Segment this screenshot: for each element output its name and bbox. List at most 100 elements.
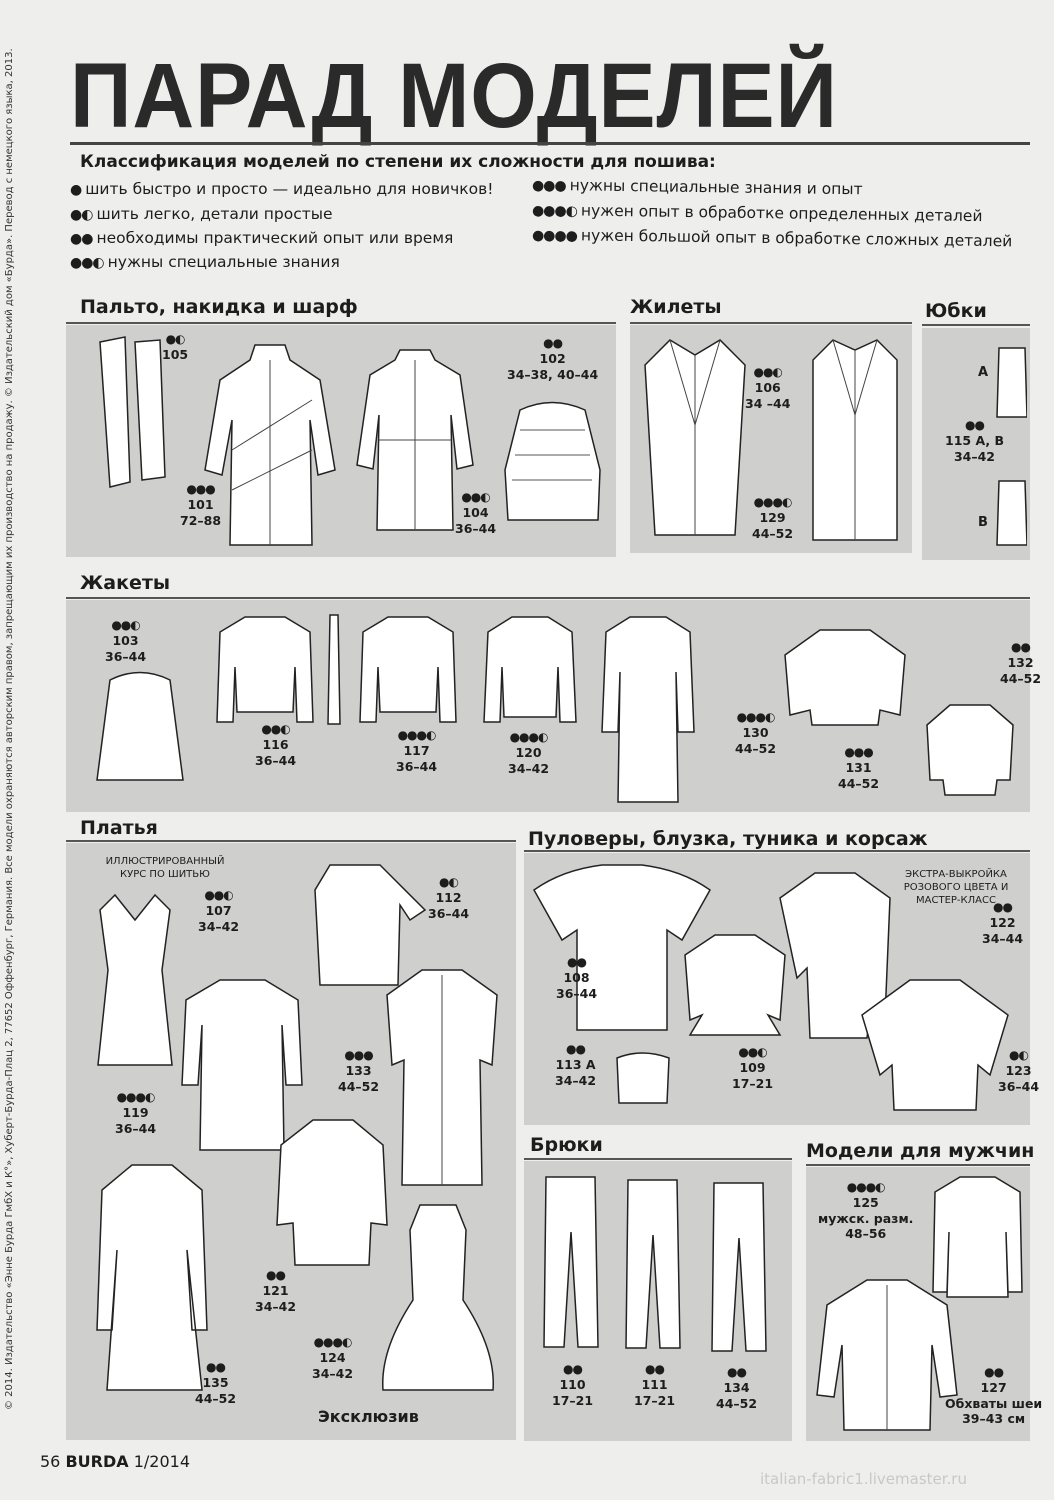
section-title-dresses: Платья xyxy=(80,817,158,839)
section-title-pullovers: Пуловеры, блузка, туника и корсаж xyxy=(528,828,928,850)
jacket-sketch xyxy=(780,625,910,730)
section-rule xyxy=(922,324,1030,326)
section-rule xyxy=(630,322,912,324)
note-course: ИЛЛЮСТРИРОВАННЫЙ КУРС ПО ШИТЬЮ xyxy=(105,856,225,880)
vest-sketch xyxy=(805,335,905,545)
legend-item: ●●●●нужен большой опыт в обработке сложн… xyxy=(531,226,1013,251)
dress-sketch xyxy=(378,1200,498,1395)
dress-sketch xyxy=(275,1115,390,1270)
blazer-sketch xyxy=(930,1172,1025,1302)
dress-sketch xyxy=(382,965,502,1190)
model-label-105: ●◐105 xyxy=(162,332,189,362)
jacket-sketch xyxy=(925,700,1015,800)
page-title: ПАРАД МОДЕЛЕЙ xyxy=(70,45,838,147)
skirt-sketch xyxy=(995,478,1027,548)
jacket-sketch xyxy=(358,612,458,727)
trousers-sketch xyxy=(538,1172,603,1352)
pullover-sketch xyxy=(532,860,712,1035)
section-title-trousers: Брюки xyxy=(530,1134,603,1156)
skirt-variant-b: B xyxy=(978,515,988,530)
section-title-vests: Жилеты xyxy=(630,296,722,318)
dress-sketch xyxy=(300,860,430,990)
tunic-sketch xyxy=(775,868,895,1043)
section-rule xyxy=(66,840,516,842)
section-rule xyxy=(66,597,1030,599)
sleeve-sketch xyxy=(325,612,343,727)
page-number: 56 xyxy=(40,1452,61,1471)
corsage-sketch xyxy=(612,1048,674,1108)
vest-sketch xyxy=(640,335,750,540)
section-rule xyxy=(524,1158,792,1160)
section-title-coats: Пальто, накидка и шарф xyxy=(80,296,358,318)
legend-item: ●●необходимы практический опыт или время xyxy=(70,229,454,247)
section-rule xyxy=(66,322,616,324)
issue-number: 1/2014 xyxy=(133,1452,191,1471)
scarf-sketch xyxy=(90,332,180,492)
section-title-jackets: Жакеты xyxy=(80,572,171,594)
magazine-name: BURDA xyxy=(65,1452,129,1471)
coat-sketch xyxy=(598,612,698,807)
blouse-sketch xyxy=(680,930,790,1040)
watermark: italian-fabric1.livemaster.ru xyxy=(760,1470,967,1488)
trousers-sketch xyxy=(706,1178,771,1356)
title-rule xyxy=(70,142,1030,145)
legend-item: ●◐шить легко, детали простые xyxy=(70,205,333,223)
legend-item: ●●●◐нужен опыт в обработке определенных … xyxy=(531,201,983,226)
note-exclusive: Эксклюзив xyxy=(318,1407,419,1426)
shirt-sketch xyxy=(812,1275,962,1435)
cape-sketch xyxy=(500,400,605,530)
skirt-variant-a: A xyxy=(978,365,989,380)
skirt-sketch xyxy=(995,345,1027,420)
page-footer: 56 BURDA 1/2014 xyxy=(40,1452,190,1471)
section-rule xyxy=(806,1164,1030,1166)
jacket-sketch xyxy=(95,670,185,790)
jacket-sketch xyxy=(215,612,315,727)
section-title-skirts: Юбки xyxy=(925,300,987,322)
legend-item: ●шить быстро и просто — идеально для нов… xyxy=(70,180,494,198)
section-rule xyxy=(524,850,1030,852)
coat-sketch xyxy=(200,340,340,550)
trousers-sketch xyxy=(620,1175,685,1353)
section-title-men: Модели для мужчин xyxy=(806,1140,1035,1162)
legend-item: ●●●нужны специальные знания и опыт xyxy=(531,176,863,199)
copyright-notice: © 2014. Издательство «Энне Бурда ГмбХ и … xyxy=(4,48,15,1410)
classification-title: Классификация моделей по степени их слож… xyxy=(80,152,716,172)
coat-sketch xyxy=(355,345,475,535)
jacket-sketch xyxy=(480,612,580,727)
legend-item: ●●◐нужны специальные знания xyxy=(70,253,340,271)
pullover-sketch xyxy=(860,975,1010,1115)
dress-sketch xyxy=(90,890,180,1070)
note-extra: ЭКСТРА-ВЫКРОЙКА РОЗОВОГО ЦВЕТА И МАСТЕР-… xyxy=(903,869,1009,906)
dress-sketch xyxy=(92,1160,212,1395)
